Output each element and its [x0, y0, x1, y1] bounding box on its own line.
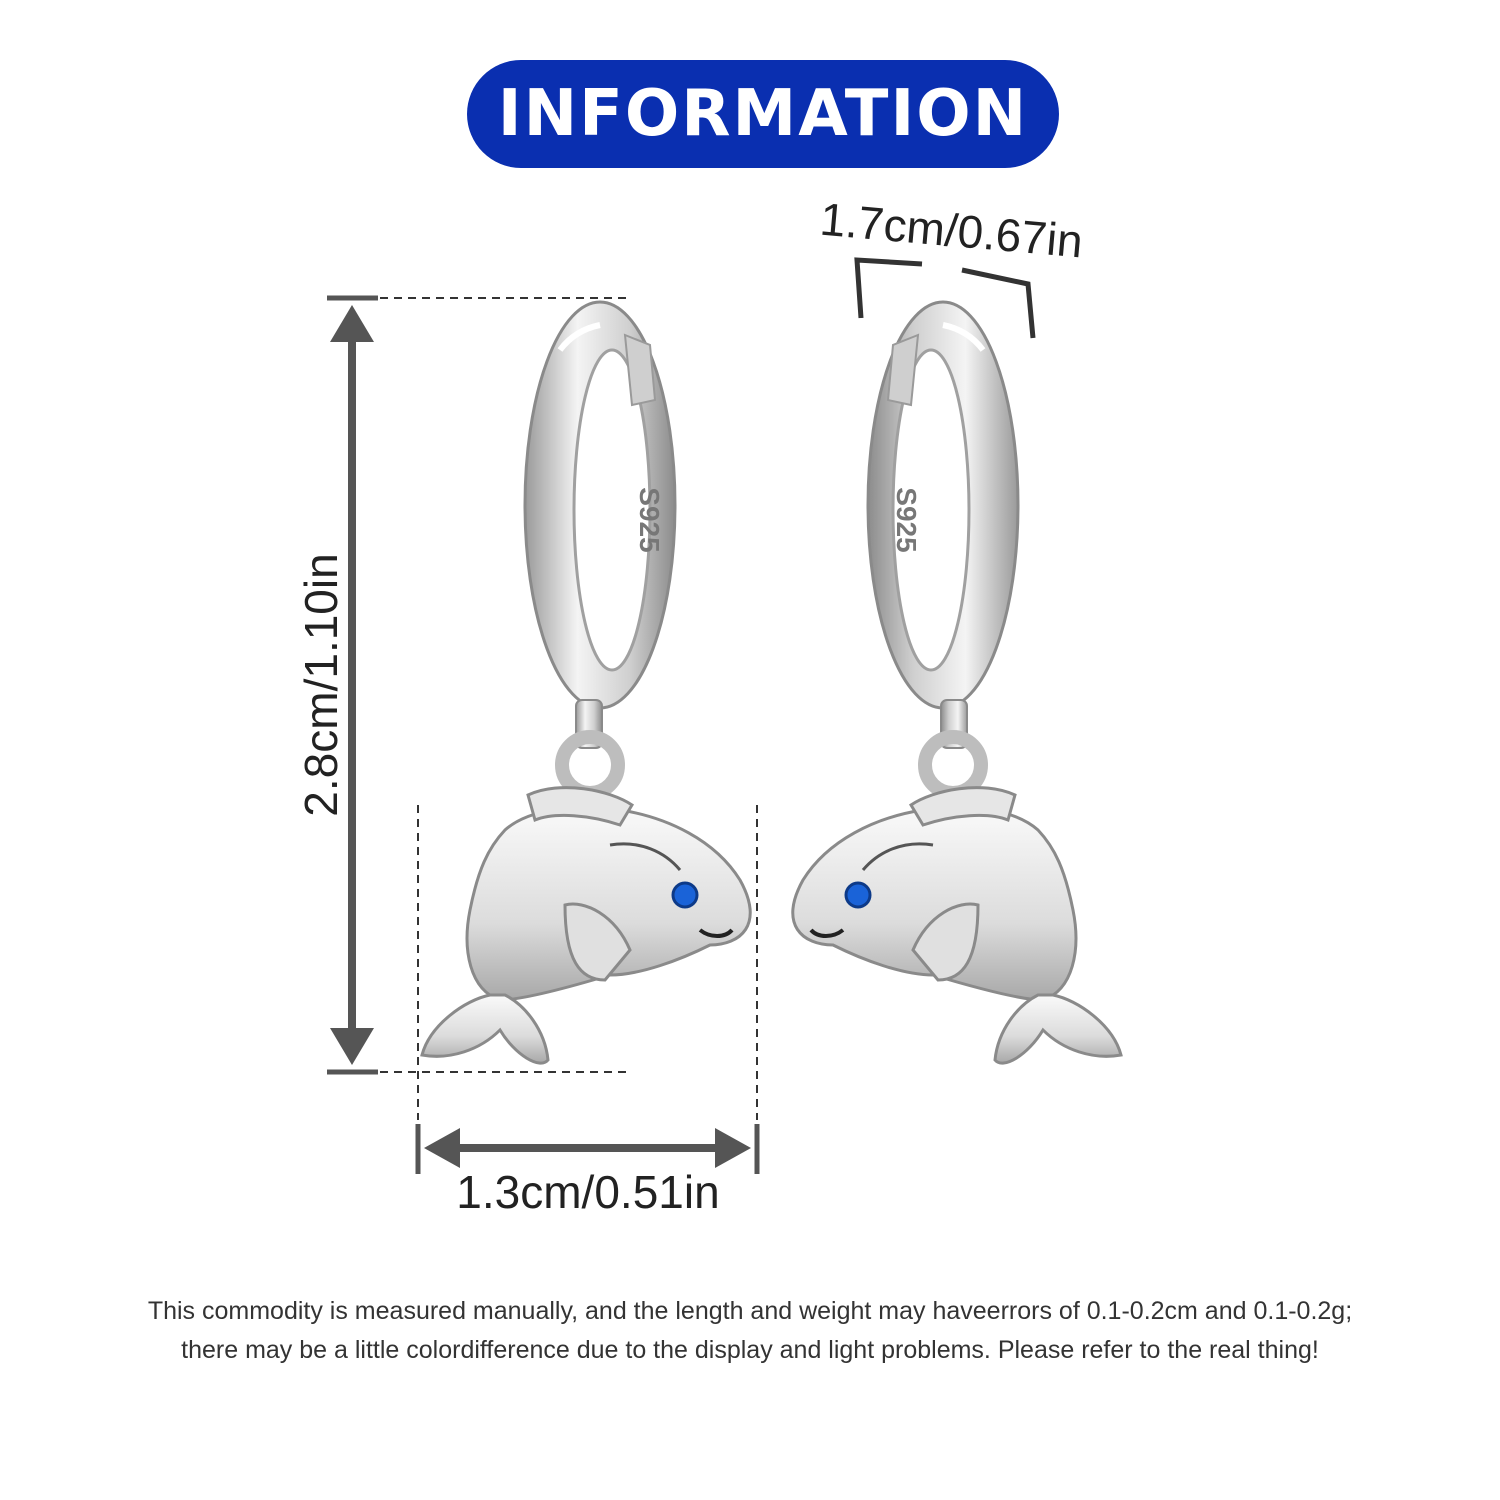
left-hoop: S925	[523, 300, 677, 710]
disclaimer-line-2: there may be a little colordifference du…	[181, 1336, 1319, 1364]
left-bail	[555, 699, 625, 800]
right-bail	[918, 699, 988, 800]
disclaimer-line-1: This commodity is measured manually, and…	[147, 1297, 1353, 1325]
right-earring	[791, 300, 1123, 1065]
disclaimer: This commodity is measured manually, and…	[0, 1292, 1500, 1370]
right-dolphin-eye	[844, 881, 872, 909]
left-dolphin-eye	[671, 881, 699, 909]
right-dolphin-charm	[791, 786, 1123, 1065]
left-hallmark: S925	[634, 487, 665, 552]
right-hoop	[866, 300, 1020, 710]
width-dimension: 1.3cm/0.51in	[415, 805, 760, 1218]
hoop-label: 1.7cm/0.67in	[818, 193, 1085, 268]
banner-title: INFORMATION	[497, 77, 1029, 151]
information-banner: INFORMATION	[467, 60, 1059, 168]
height-label: 2.8cm/1.10in	[295, 553, 347, 816]
height-dimension: 2.8cm/1.10in	[295, 295, 630, 1075]
left-earring: S925	[420, 300, 752, 1065]
right-hallmark: S925	[891, 487, 922, 552]
width-label: 1.3cm/0.51in	[456, 1166, 719, 1218]
left-dolphin-charm	[420, 786, 752, 1065]
